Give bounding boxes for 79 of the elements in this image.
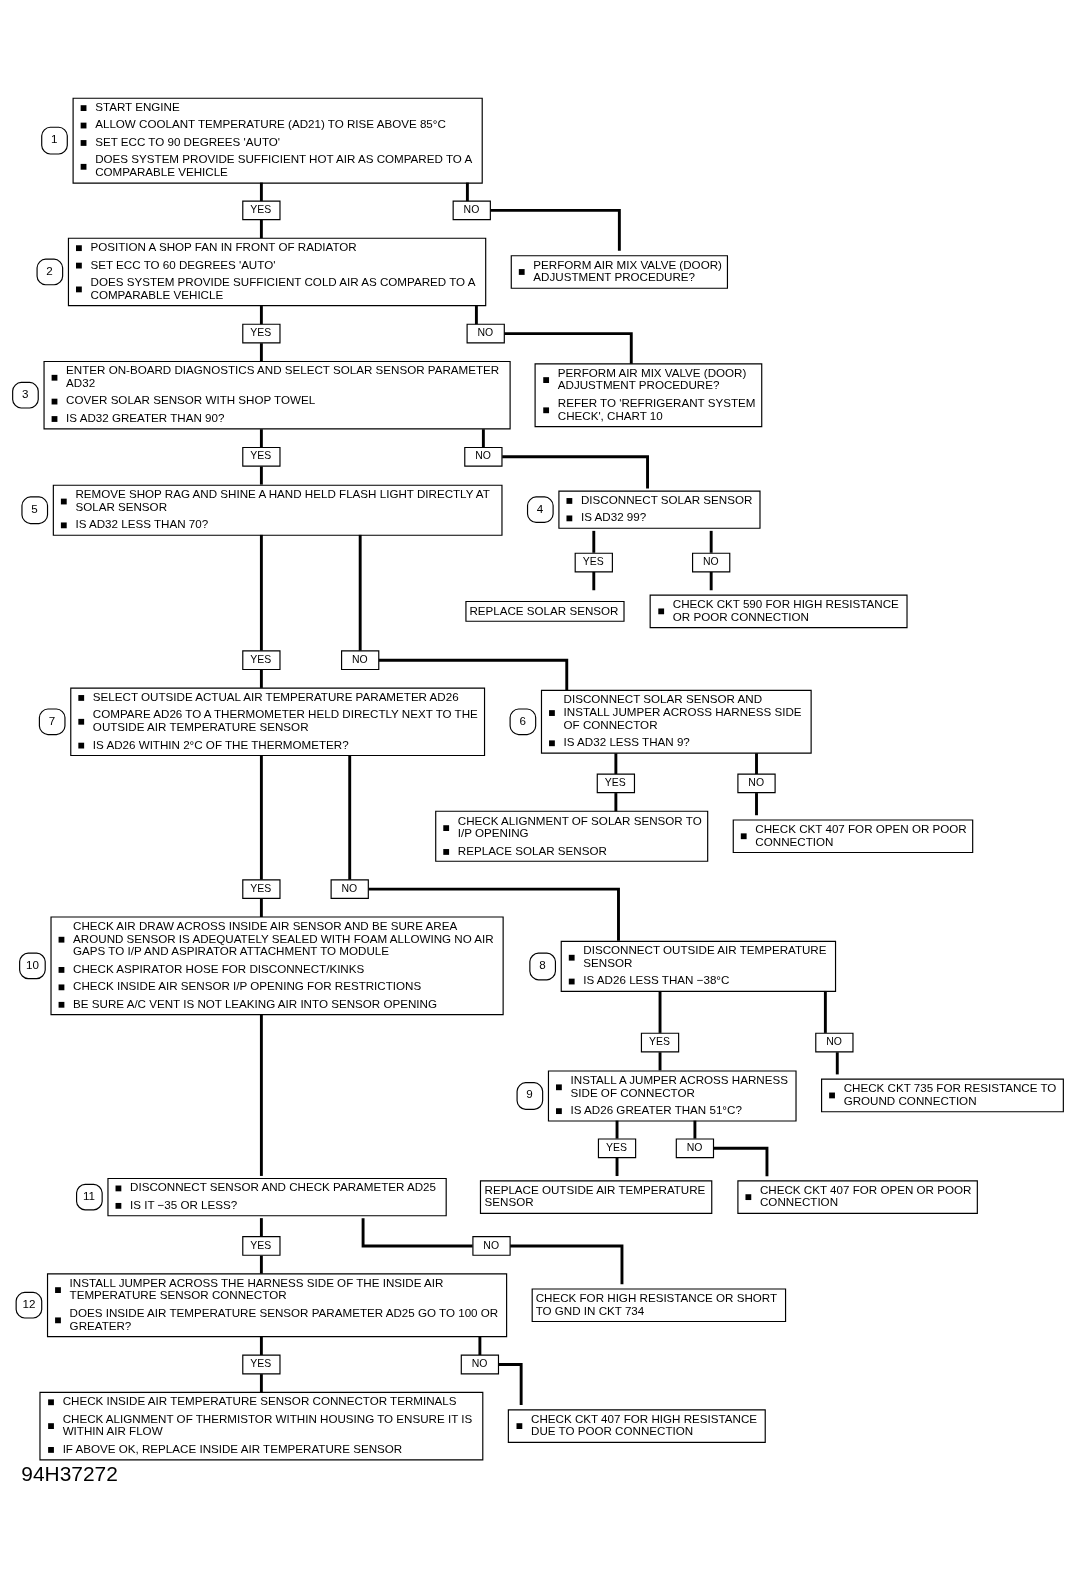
node-box: NO — [464, 446, 503, 467]
connector — [465, 182, 469, 201]
connector — [259, 1014, 263, 1176]
node-label: 10 — [26, 957, 39, 971]
node-box: YES — [242, 649, 281, 670]
connector — [259, 305, 263, 324]
connector — [378, 658, 569, 690]
connector — [259, 534, 263, 651]
connector — [358, 534, 362, 651]
connector — [259, 1373, 263, 1392]
node-box: NO — [815, 1032, 854, 1052]
connector — [259, 1336, 263, 1355]
node-label: 6 — [519, 713, 526, 727]
connector — [259, 219, 263, 238]
node-label: 12 — [22, 1296, 36, 1310]
connector — [361, 1217, 473, 1247]
connector — [498, 1362, 523, 1405]
node-box: NO — [460, 1354, 500, 1374]
node-box: YES — [574, 552, 613, 572]
connector — [259, 898, 263, 917]
node-box: YES — [242, 1354, 281, 1374]
connector — [259, 466, 263, 485]
node-label: 2 — [46, 263, 53, 277]
connector — [592, 571, 596, 590]
node-label: 11 — [82, 1188, 96, 1202]
node-box: YES — [242, 878, 281, 899]
connector — [755, 792, 758, 815]
connector — [259, 1217, 263, 1236]
connector — [614, 792, 618, 811]
connector — [368, 887, 620, 941]
node-box: YES — [596, 773, 636, 793]
node-label: 7 — [48, 713, 56, 727]
node-box: YES — [597, 1137, 637, 1158]
connector — [259, 669, 263, 688]
connector — [755, 752, 758, 774]
connector — [658, 1051, 662, 1070]
connector — [835, 1051, 839, 1074]
node-box: NO — [330, 878, 369, 899]
connector — [713, 1146, 769, 1176]
connector — [823, 990, 827, 1033]
node-box: NO — [472, 1235, 511, 1256]
node-box: YES — [242, 1235, 281, 1256]
connector — [259, 755, 263, 880]
connector — [481, 428, 485, 447]
connector — [615, 1157, 619, 1176]
connector — [259, 182, 263, 201]
node-box: NO — [341, 649, 380, 670]
node-box: NO — [452, 200, 491, 220]
node-label: 1 — [51, 131, 58, 145]
node-label: 9 — [526, 1086, 533, 1100]
connector — [259, 1255, 263, 1274]
node-label: 4 — [536, 501, 544, 515]
node-box: YES — [242, 446, 281, 467]
node-label: 8 — [539, 957, 546, 971]
node-box: NO — [692, 552, 731, 572]
connector — [474, 305, 478, 324]
node-box: YES — [242, 200, 281, 220]
connector — [490, 208, 621, 251]
connector — [693, 1120, 697, 1139]
connector — [510, 1244, 624, 1284]
node-box: NO — [737, 773, 776, 793]
connector — [658, 990, 662, 1033]
node-box: YES — [242, 323, 281, 343]
connector — [259, 428, 263, 447]
connector — [709, 530, 713, 553]
connector — [614, 752, 618, 774]
connector — [259, 342, 263, 361]
connector — [504, 331, 633, 364]
connector — [478, 1336, 482, 1355]
node-label: 3 — [21, 386, 29, 400]
connector — [709, 571, 713, 590]
connector — [502, 454, 649, 488]
connector — [348, 755, 352, 880]
node-box: YES — [640, 1032, 680, 1052]
node-box: NO — [675, 1137, 715, 1158]
caption: 94H37272 — [21, 1461, 118, 1485]
node-box: NO — [466, 323, 505, 343]
node-label: 5 — [31, 501, 38, 515]
connector — [592, 530, 596, 553]
